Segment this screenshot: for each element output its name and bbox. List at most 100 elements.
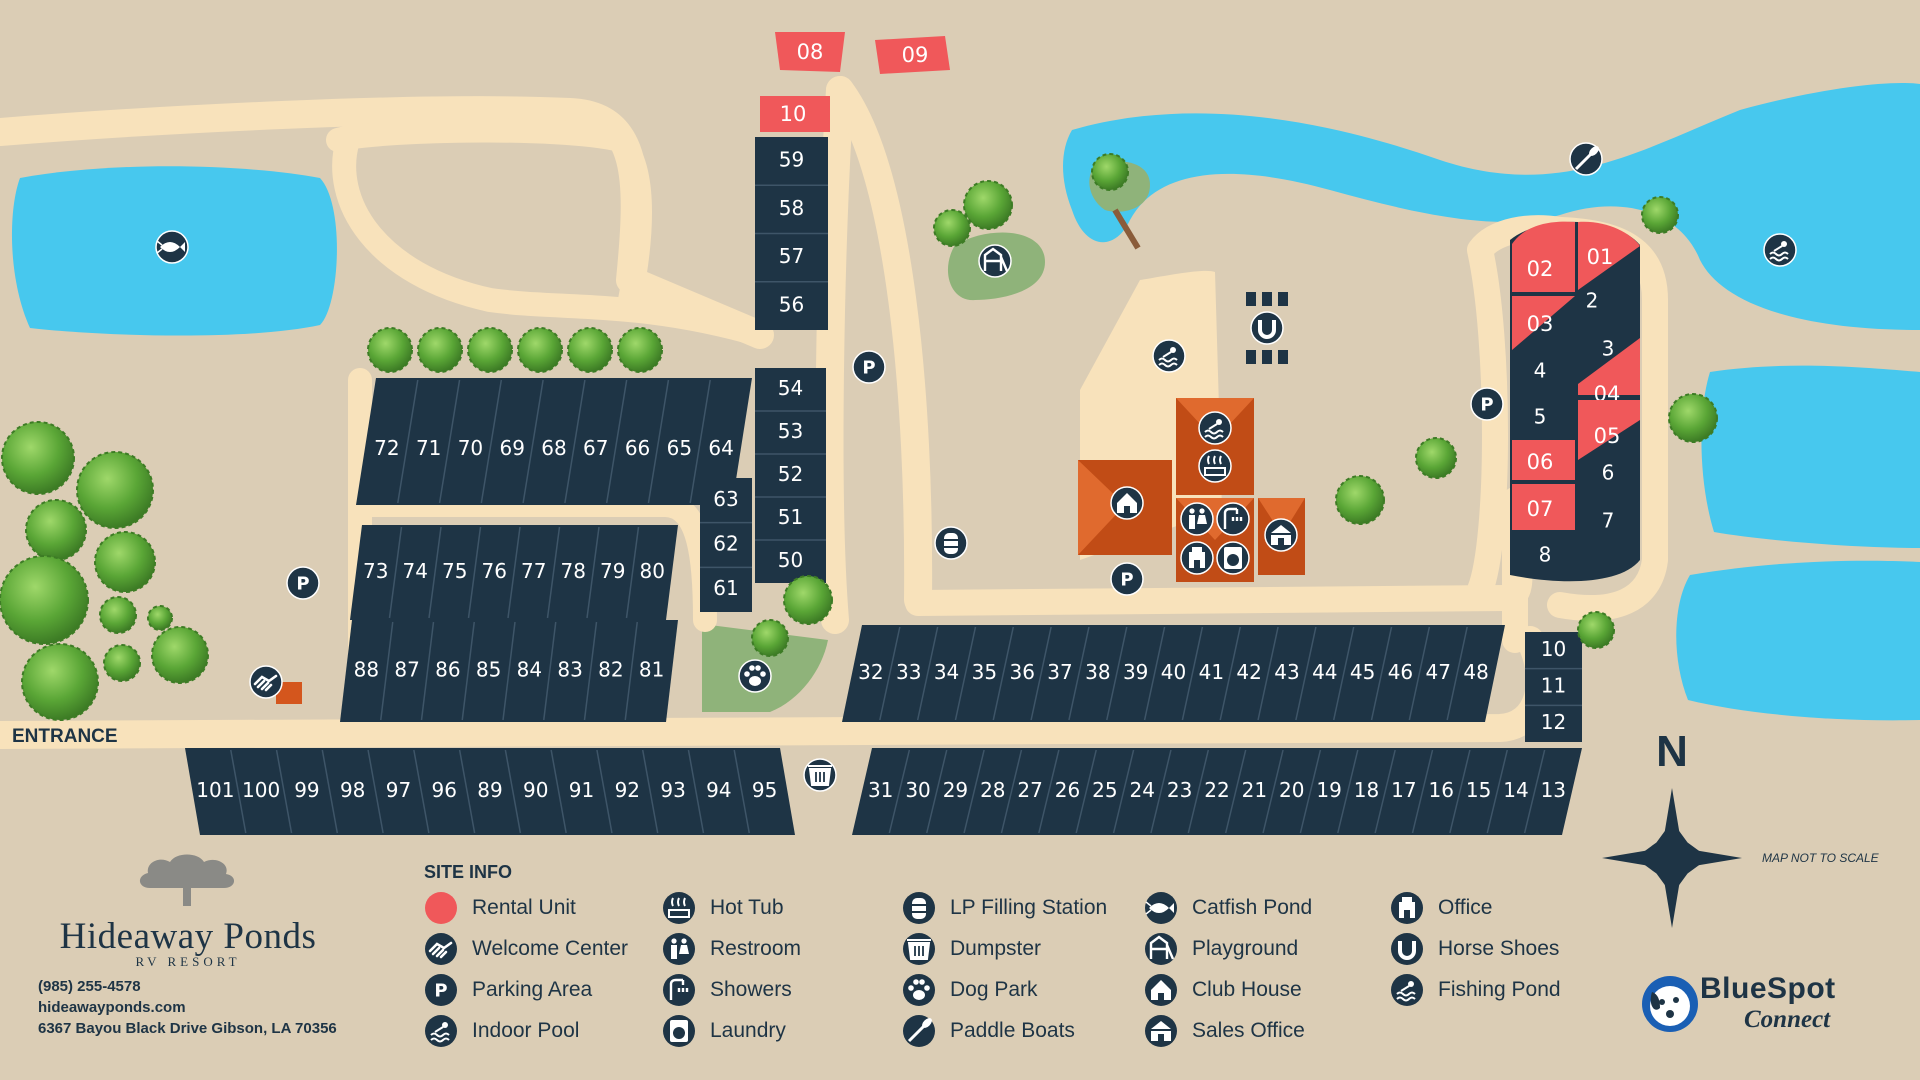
site-98[interactable]: 98 [340, 778, 365, 802]
indoor-pool-icon[interactable] [1198, 411, 1232, 445]
site-91[interactable]: 91 [569, 778, 594, 802]
site-27[interactable]: 27 [1017, 778, 1042, 802]
site-79[interactable]: 79 [600, 559, 625, 583]
site-46[interactable]: 46 [1388, 660, 1413, 684]
parking-icon[interactable]: P [852, 350, 886, 384]
rental-unit-02[interactable]: 02 [1527, 257, 1554, 281]
welcome-center-icon[interactable] [249, 665, 283, 699]
site-6[interactable]: 6 [1602, 461, 1615, 485]
site-99[interactable]: 99 [294, 778, 319, 802]
site-25[interactable]: 25 [1092, 778, 1117, 802]
site-47[interactable]: 47 [1426, 660, 1451, 684]
site-18[interactable]: 18 [1354, 778, 1379, 802]
site-37[interactable]: 37 [1047, 660, 1072, 684]
horse-shoes-icon[interactable] [1250, 311, 1284, 345]
catfish-pond-icon[interactable] [155, 230, 189, 264]
office-icon[interactable] [1180, 541, 1214, 575]
site-74[interactable]: 74 [403, 559, 428, 583]
site-59[interactable]: 59 [779, 148, 804, 172]
site-70[interactable]: 70 [458, 436, 483, 460]
site-26[interactable]: 26 [1055, 778, 1080, 802]
site-85[interactable]: 85 [476, 658, 501, 682]
lp-station-icon[interactable] [934, 526, 968, 560]
site-12[interactable]: 12 [1541, 710, 1566, 734]
rental-unit-10[interactable]: 10 [780, 102, 807, 126]
site-20[interactable]: 20 [1279, 778, 1304, 802]
parking-icon[interactable]: P [1110, 562, 1144, 596]
site-90[interactable]: 90 [523, 778, 548, 802]
indoor-pool-icon[interactable] [1152, 339, 1186, 373]
site-15[interactable]: 15 [1466, 778, 1491, 802]
site-13[interactable]: 13 [1541, 778, 1566, 802]
site-63[interactable]: 63 [713, 487, 738, 511]
showers-icon[interactable] [1216, 502, 1250, 536]
dumpster-icon[interactable] [803, 758, 837, 792]
site-51[interactable]: 51 [778, 505, 803, 529]
parking-icon[interactable]: P [286, 566, 320, 600]
site-54[interactable]: 54 [778, 376, 803, 400]
site-24[interactable]: 24 [1130, 778, 1155, 802]
site-89[interactable]: 89 [477, 778, 502, 802]
hot-tub-icon[interactable] [1198, 449, 1232, 483]
site-36[interactable]: 36 [1009, 660, 1034, 684]
site-81[interactable]: 81 [639, 658, 664, 682]
site-21[interactable]: 21 [1242, 778, 1267, 802]
parking-icon[interactable]: P [1470, 387, 1504, 421]
sales-office-icon[interactable] [1264, 518, 1298, 552]
site-101[interactable]: 101 [196, 778, 234, 802]
site-11[interactable]: 11 [1541, 674, 1566, 698]
restroom-icon[interactable] [1180, 502, 1214, 536]
rental-unit-01[interactable]: 01 [1587, 245, 1614, 269]
site-62[interactable]: 62 [713, 532, 738, 556]
site-56[interactable]: 56 [779, 292, 804, 316]
site-28[interactable]: 28 [980, 778, 1005, 802]
laundry-icon[interactable] [1216, 541, 1250, 575]
rental-unit-07[interactable]: 07 [1527, 497, 1554, 521]
site-94[interactable]: 94 [706, 778, 731, 802]
club-house-icon[interactable] [1110, 486, 1144, 520]
site-43[interactable]: 43 [1274, 660, 1299, 684]
site-4[interactable]: 4 [1534, 359, 1547, 383]
site-10[interactable]: 10 [1541, 637, 1566, 661]
site-32[interactable]: 32 [858, 660, 883, 684]
site-71[interactable]: 71 [416, 436, 441, 460]
site-2[interactable]: 2 [1586, 289, 1599, 313]
site-8[interactable]: 8 [1539, 543, 1552, 567]
rental-unit-05[interactable]: 05 [1594, 424, 1621, 448]
site-66[interactable]: 66 [625, 436, 650, 460]
playground-icon[interactable] [978, 244, 1012, 278]
site-92[interactable]: 92 [615, 778, 640, 802]
site-83[interactable]: 83 [557, 658, 582, 682]
site-29[interactable]: 29 [943, 778, 968, 802]
site-30[interactable]: 30 [905, 778, 930, 802]
site-22[interactable]: 22 [1204, 778, 1229, 802]
site-45[interactable]: 45 [1350, 660, 1375, 684]
site-23[interactable]: 23 [1167, 778, 1192, 802]
site-31[interactable]: 31 [868, 778, 893, 802]
site-52[interactable]: 52 [778, 462, 803, 486]
site-76[interactable]: 76 [482, 559, 507, 583]
site-67[interactable]: 67 [583, 436, 608, 460]
paddle-boats-icon[interactable] [1569, 142, 1603, 176]
site-14[interactable]: 14 [1503, 778, 1528, 802]
site-5[interactable]: 5 [1534, 405, 1547, 429]
dog-park-icon[interactable] [738, 659, 772, 693]
site-44[interactable]: 44 [1312, 660, 1337, 684]
site-82[interactable]: 82 [598, 658, 623, 682]
site-39[interactable]: 39 [1123, 660, 1148, 684]
site-80[interactable]: 80 [640, 559, 665, 583]
site-68[interactable]: 68 [541, 436, 566, 460]
site-78[interactable]: 78 [561, 559, 586, 583]
rental-unit-03[interactable]: 03 [1527, 312, 1554, 336]
site-17[interactable]: 17 [1391, 778, 1416, 802]
site-38[interactable]: 38 [1085, 660, 1110, 684]
site-40[interactable]: 40 [1161, 660, 1186, 684]
rental-unit-09[interactable]: 09 [902, 43, 929, 67]
site-53[interactable]: 53 [778, 419, 803, 443]
site-50[interactable]: 50 [778, 548, 803, 572]
site-97[interactable]: 97 [386, 778, 411, 802]
site-57[interactable]: 57 [779, 244, 804, 268]
site-34[interactable]: 34 [934, 660, 959, 684]
site-64[interactable]: 64 [708, 436, 733, 460]
rental-unit-06[interactable]: 06 [1527, 450, 1554, 474]
